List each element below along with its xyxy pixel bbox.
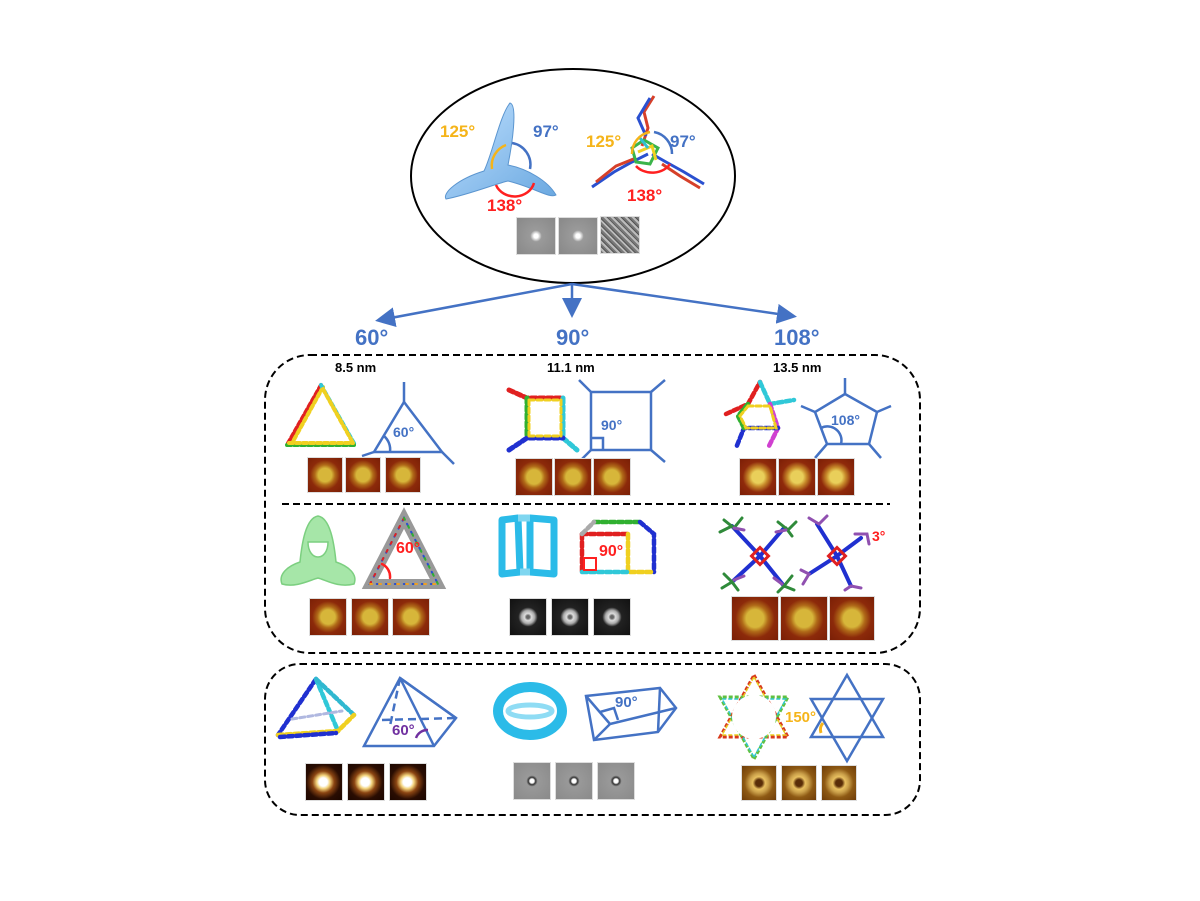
y-junction-3d-model (444, 102, 557, 200)
prism-schematic-angle: 90° (615, 694, 638, 711)
triangle-dna-model (285, 383, 357, 447)
afm-triangle-3 (385, 457, 421, 493)
arrow-108 (571, 282, 797, 324)
afm-triangle-2 (345, 457, 381, 493)
em-image-1 (516, 217, 556, 255)
afm-cross-3 (829, 596, 875, 641)
arrow-60 (375, 282, 573, 328)
afm-square-2 (554, 458, 592, 496)
square-schematic-angle: 90° (601, 417, 623, 433)
model-angle-left: 125° (440, 122, 476, 141)
hexagram-schematic (808, 672, 886, 764)
pyramid-schematic-angle: 60° (392, 722, 415, 739)
afm-hexagram-2 (781, 765, 817, 801)
pyramid-dna-model (275, 676, 357, 740)
afm-tetrahedron-1 (309, 598, 347, 636)
pentagon-dna-model (723, 379, 797, 451)
em-cube-1 (509, 598, 547, 636)
afm-hexagram-3 (821, 765, 857, 801)
afm-cross-2 (780, 596, 828, 641)
hexagram-schematic-angle: 150° (785, 709, 817, 726)
atomic-angle-right: 97° (670, 132, 696, 151)
atomic-angle-bottom: 138° (627, 186, 663, 205)
em-prism-1 (513, 762, 551, 800)
afm-tetrahedron-2 (351, 598, 389, 636)
hexagram-dna-model (717, 671, 791, 763)
afm-square-1 (515, 458, 553, 496)
afm-pentagon-2 (778, 458, 816, 496)
afm-square-3 (593, 458, 631, 496)
em-prism-3 (597, 762, 635, 800)
em-cube-3 (593, 598, 631, 636)
size-label-square: 11.1 nm (547, 360, 595, 375)
afm-hexagram-1 (741, 765, 777, 801)
prism-schematic (584, 686, 678, 742)
cross-model-2 (799, 514, 871, 592)
pentagon-schematic-angle: 108° (831, 412, 860, 428)
branch-angle-90: 90° (556, 325, 590, 350)
afm-pentagon-3 (817, 458, 855, 496)
afm-triangle-1 (307, 457, 343, 493)
cube-model-angle: 90° (599, 543, 624, 560)
triangle-schematic-angle: 60° (393, 424, 415, 440)
model-angle-right: 97° (533, 122, 559, 141)
afm-tetrahedron-3 (392, 598, 430, 636)
cross-model-1 (718, 516, 798, 594)
em-image-2 (558, 217, 598, 255)
top-panel: 125° 97° 138° 125° 97° 138° (0, 0, 1200, 300)
afm-pyramid-3 (389, 763, 427, 801)
afm-pentagon-1 (739, 458, 777, 496)
square-dna-model (506, 387, 580, 453)
cube-3d-model (498, 514, 558, 578)
y-junction-atomic-model (591, 95, 705, 190)
branch-angle-108: 108° (774, 325, 820, 350)
afm-cross-1 (731, 596, 779, 641)
tetrahedron-tube-model (361, 507, 447, 589)
afm-pyramid-2 (347, 763, 385, 801)
afm-pyramid-1 (305, 763, 343, 801)
branch-arrows (375, 282, 797, 328)
tetrahedron-model-angle: 60° (396, 540, 421, 557)
pentagon-schematic (800, 378, 892, 459)
prism-3d-model (493, 682, 567, 740)
tetrahedron-3d-model (280, 515, 356, 586)
size-label-triangle: 8.5 nm (335, 360, 377, 375)
model-angle-bottom: 138° (487, 196, 523, 215)
atomic-angle-left: 125° (586, 132, 622, 151)
em-cube-2 (551, 598, 589, 636)
branch-angle-60: 60° (355, 325, 389, 350)
pyramid-schematic (361, 676, 458, 748)
em-image-3 (600, 216, 640, 254)
cross-model-angle: 3° (872, 528, 886, 544)
triangle-schematic (361, 382, 455, 465)
size-label-pentagon: 13.5 nm (773, 360, 822, 375)
cube-dna-model (579, 519, 657, 575)
em-prism-2 (555, 762, 593, 800)
